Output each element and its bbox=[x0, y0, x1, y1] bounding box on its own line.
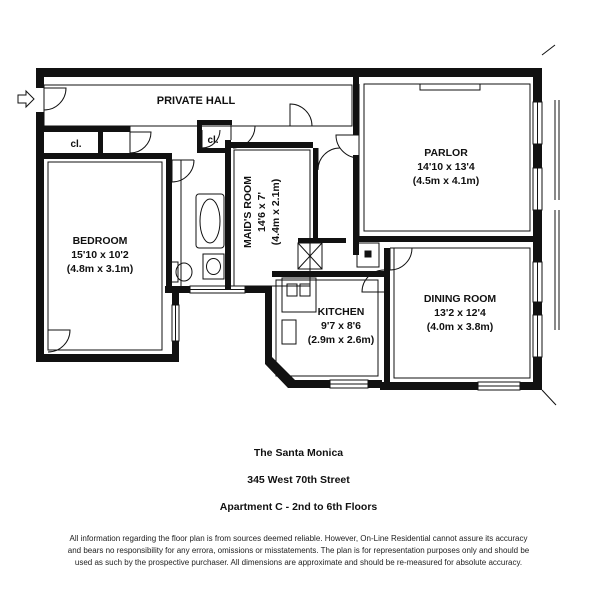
room-metric-parlor: (4.5m x 4.1m) bbox=[413, 175, 480, 187]
building-name: The Santa Monica bbox=[253, 447, 344, 459]
room-outlines bbox=[43, 83, 531, 379]
interior-walls bbox=[44, 77, 533, 382]
closet-label-maids: cl. bbox=[207, 135, 218, 146]
disclaimer-line: All information regarding the floor plan… bbox=[69, 534, 528, 543]
room-dims-dining-room: 13'2 x 12'4 bbox=[434, 307, 486, 319]
windows bbox=[171, 101, 543, 391]
room-name-kitchen: KITCHEN bbox=[318, 306, 365, 318]
room-dims-parlor: 14'10 x 13'4 bbox=[417, 161, 475, 173]
doors bbox=[43, 87, 413, 353]
room-metric-maids-room: (4.4m x 2.1m) bbox=[270, 179, 282, 246]
room-name-maids-room: MAID'S ROOM bbox=[242, 176, 254, 248]
disclaimer: All information regarding the floor plan… bbox=[30, 533, 567, 569]
room-dims-kitchen: 9'7 x 8'6 bbox=[321, 320, 361, 332]
disclaimer-line: used as such by the prospective purchase… bbox=[74, 558, 523, 567]
bathroom-fixtures bbox=[169, 193, 225, 283]
chase-boxes bbox=[297, 83, 481, 270]
room-dims-maids-room: 14'6 x 7' bbox=[256, 192, 268, 232]
entry-arrow-icon bbox=[17, 89, 35, 109]
room-name-private-hall: PRIVATE HALL bbox=[157, 95, 236, 107]
room-metric-bedroom: (4.8m x 3.1m) bbox=[67, 263, 134, 275]
facade-lines bbox=[541, 44, 560, 406]
building-address: 345 West 70th Street bbox=[247, 474, 350, 486]
room-name-parlor: PARLOR bbox=[424, 147, 468, 159]
room-name-bedroom: BEDROOM bbox=[73, 235, 128, 247]
disclaimer-line: and bears no responsibility for any erro… bbox=[67, 546, 530, 555]
apartment-title: Apartment C - 2nd to 6th Floors bbox=[219, 501, 378, 513]
room-name-dining-room: DINING ROOM bbox=[424, 293, 497, 305]
kitchen-fixtures bbox=[281, 277, 317, 345]
exterior-walls bbox=[36, 68, 542, 390]
closet-label-bedroom: cl. bbox=[70, 139, 81, 150]
room-metric-dining-room: (4.0m x 3.8m) bbox=[427, 321, 494, 333]
room-dims-bedroom: 15'10 x 10'2 bbox=[71, 249, 129, 261]
room-metric-kitchen: (2.9m x 2.6m) bbox=[308, 334, 375, 346]
